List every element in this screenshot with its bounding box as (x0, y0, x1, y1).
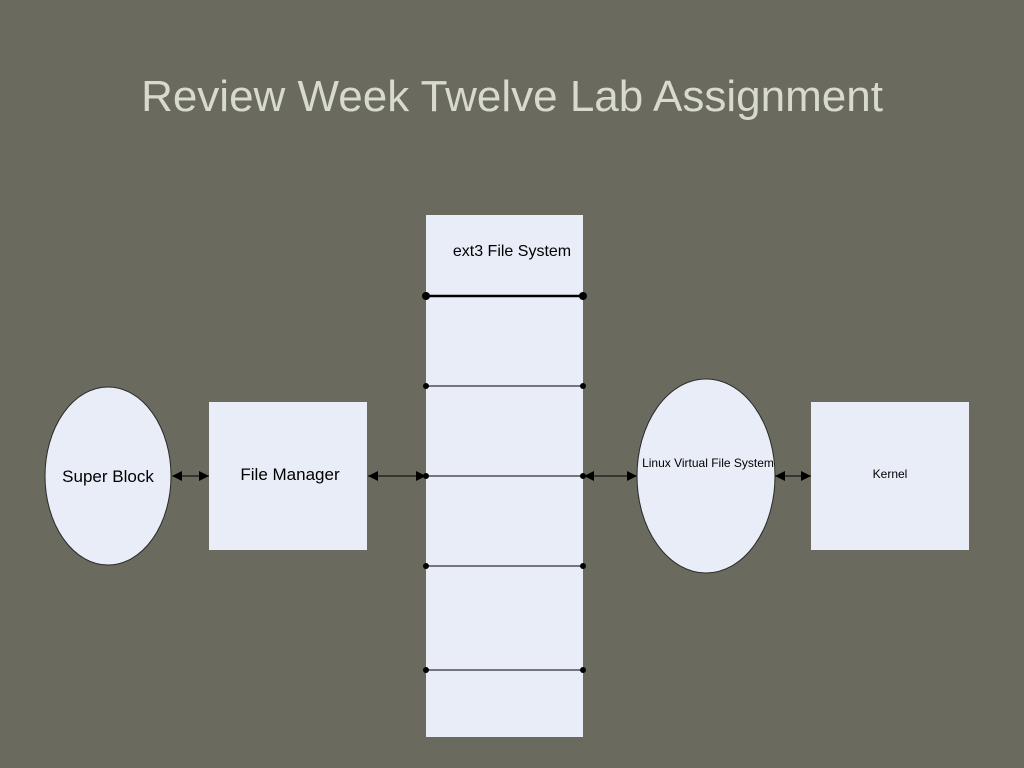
super-block-label: Super Block (62, 467, 154, 486)
file-manager-node: File Manager (209, 402, 367, 550)
linux-vfs-node: Linux Virtual File System (636, 378, 776, 574)
slide-title: Review Week Twelve Lab Assignment (141, 72, 883, 121)
ext3-row-divider (423, 383, 586, 389)
ext3-file-system-label: ext3 File System (453, 243, 571, 260)
linux-vfs-label: Linux Virtual File System (642, 456, 774, 470)
ext3-row-divider (422, 292, 587, 300)
ext3-row-divider (423, 563, 586, 569)
super-block-node: Super Block (44, 386, 172, 566)
ext3-row-divider (423, 667, 586, 673)
kernel-node: Kernel (811, 402, 969, 550)
file-manager-label: File Manager (240, 465, 340, 484)
ext3-file-system-node: ext3 File System (422, 215, 587, 737)
kernel-label: Kernel (873, 467, 908, 481)
